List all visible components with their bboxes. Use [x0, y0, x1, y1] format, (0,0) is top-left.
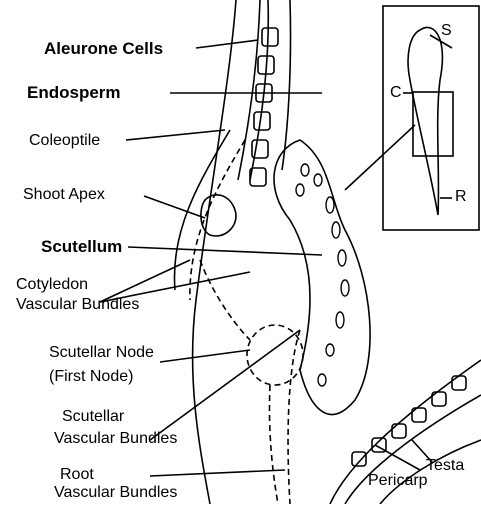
label-shoot-apex: Shoot Apex	[23, 186, 105, 204]
aleurone-band-right	[282, 0, 291, 170]
label-testa: Testa	[426, 457, 464, 475]
inset-label-s: S	[441, 22, 452, 40]
cotyledon-vb-1	[200, 260, 250, 340]
pointer-node	[160, 350, 250, 362]
label-scutellar-node-line1: Scutellar Node	[49, 344, 154, 362]
pointer-inset	[345, 125, 415, 190]
pointer-coleoptile	[126, 130, 225, 140]
pointer-root-vb	[150, 470, 285, 476]
label-scutellar-vb-line1: Scutellar	[62, 408, 124, 426]
inset-label-c: C	[390, 84, 402, 102]
outer-seed-coat	[193, 0, 236, 504]
label-root-vb-line1: Root	[60, 466, 94, 484]
coleoptile-inner	[190, 140, 245, 300]
pericarp-cells	[352, 376, 466, 466]
label-scutellum: Scutellum	[41, 238, 122, 256]
pointer-aleurone	[196, 40, 258, 48]
scutellar-vb	[288, 330, 300, 504]
label-coleoptile: Coleoptile	[29, 132, 100, 150]
pointer-shoot-apex	[144, 196, 205, 218]
label-cotyledon-line2: Vascular Bundles	[16, 296, 139, 314]
root-vb	[269, 385, 278, 504]
label-scutellar-vb-line2: Vascular Bundles	[54, 430, 177, 448]
label-aleurone-cells: Aleurone Cells	[44, 40, 163, 58]
label-cotyledon-line1: Cotyledon	[16, 276, 88, 294]
label-root-vb-line2: Vascular Bundles	[54, 484, 177, 502]
label-endosperm: Endosperm	[27, 84, 121, 102]
label-pericarp: Pericarp	[368, 472, 428, 490]
pointer-pericarp	[375, 445, 420, 470]
pointer-scutellum	[128, 247, 322, 255]
inset-label-r: R	[455, 188, 467, 206]
label-scutellar-node-line2: (First Node)	[49, 368, 133, 386]
